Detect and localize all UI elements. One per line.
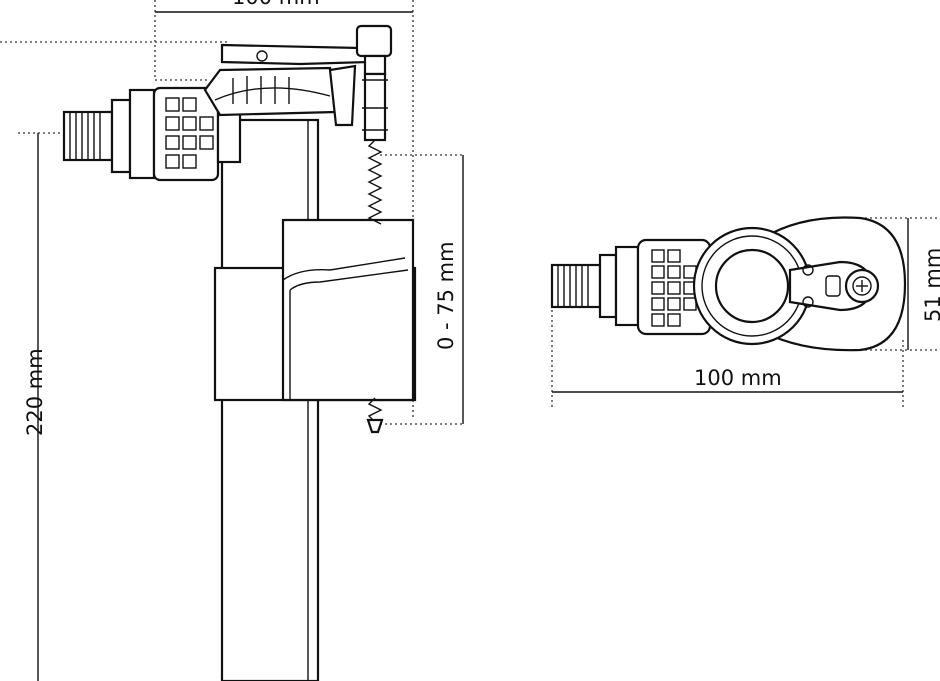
top-view: 100 mm 51 mm: [550, 216, 940, 410]
plan-width-label: 100 mm: [694, 366, 782, 390]
adjuster-rod: [355, 24, 393, 434]
top-width-label: 100 mm: [232, 0, 320, 9]
height-dimension: 220 mm: [18, 132, 118, 681]
inlet-nut: [152, 86, 242, 182]
plan-thread: [550, 245, 640, 327]
plan-depth-dimension: 51 mm: [855, 217, 940, 351]
adjust-dimension: 0 - 75 mm: [380, 154, 464, 425]
plan-float: [692, 216, 907, 352]
plan-width-dimension: 100 mm: [551, 300, 904, 410]
valve-head: [203, 43, 373, 127]
height-label: 220 mm: [23, 348, 47, 436]
inlet-thread: [62, 88, 156, 180]
plan-depth-label: 51 mm: [921, 248, 940, 322]
adjust-label: 0 - 75 mm: [434, 241, 458, 350]
float-box: [213, 218, 417, 402]
side-view: 100 mm 220 mm 0 - 75 mm: [0, 0, 464, 681]
